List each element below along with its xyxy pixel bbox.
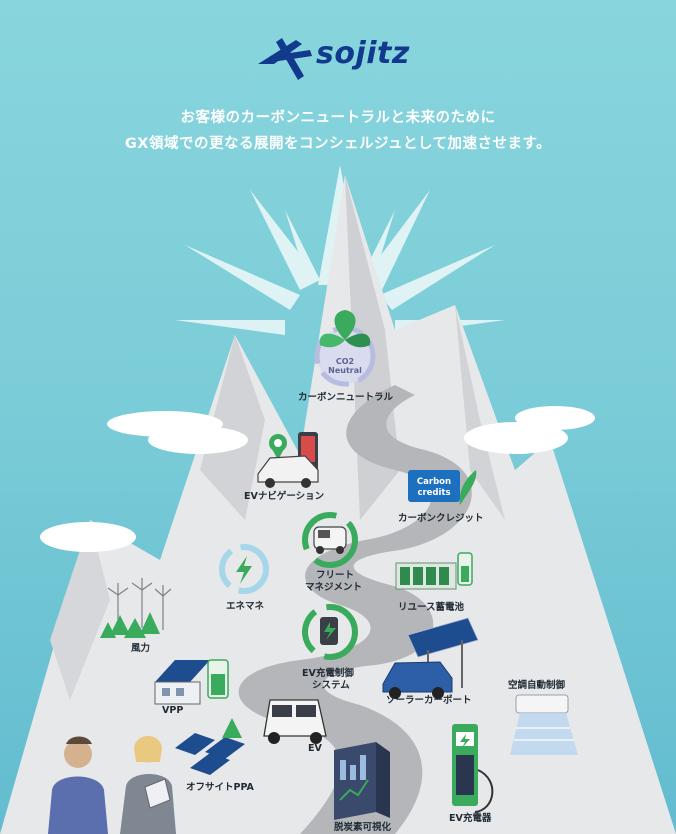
label-wind: 風力 [131, 643, 151, 654]
trees-icon [100, 612, 160, 638]
tagline-line1: お客様のカーボンニュートラルと未来のために [180, 110, 496, 126]
ev-car-icon [263, 699, 327, 744]
label-hvac-control: 空調自動制御 [508, 680, 566, 691]
label-reuse-battery: リユース蓄電池 [398, 602, 465, 613]
decarbon-visual-icon [334, 742, 390, 820]
tagline-line2: GX領域での更なる展開をコンシェルジュとして加速させます。 [124, 136, 552, 152]
label-ev-control-line1: EV充電制御 [302, 668, 354, 679]
label-carbon-credit: カーボンクレジット [398, 513, 484, 524]
wind-turbines-icon [107, 578, 172, 632]
business-people-icon [48, 736, 176, 834]
offsite-ppa-icon [175, 718, 245, 775]
carbon-credits-icon: Carbon credits [408, 470, 477, 505]
ev-charge-control-icon [302, 604, 358, 660]
enemane-icon [219, 544, 269, 594]
fleet-management-icon [302, 512, 358, 568]
co2-badge-line1: CO2 [336, 357, 354, 366]
co2-badge-line2: Neutral [328, 366, 362, 375]
co2-neutral-icon: CO2 Neutral [314, 310, 376, 387]
air-conditioner-icon [510, 694, 578, 755]
label-fleet-line2: マネジメント [305, 582, 363, 593]
sun-rays [175, 165, 505, 335]
ev-charger-icon [452, 724, 494, 813]
label-offsite-ppa: オフサイトPPA [186, 782, 254, 793]
brand-name: sojitz [316, 36, 410, 71]
label-ev-navigation: EVナビゲーション [244, 491, 325, 502]
label-ev-charger: EV充電器 [449, 813, 492, 824]
far-left-peak-shadow [50, 520, 110, 700]
label-ev-control-line2: システム [312, 680, 350, 691]
ev-navigation-icon [257, 432, 319, 488]
right-peak-shadow [455, 305, 505, 520]
label-enemane: エネマネ [226, 601, 265, 612]
credits-card-line2: credits [417, 488, 450, 498]
label-ev: EV [308, 743, 322, 754]
sojitz-mark-icon [258, 38, 312, 80]
left-peak-shadow [200, 335, 265, 520]
label-solar-carport: ソーラーカーポート [386, 695, 472, 706]
label-fleet-line1: フリート [316, 570, 355, 581]
label-carbon-neutral: カーボンニュートラル [298, 392, 394, 403]
reuse-battery-icon [395, 552, 473, 590]
solar-carport-icon [382, 617, 479, 699]
vpp-house-icon [154, 659, 229, 705]
brand-logo: sojitz [256, 34, 426, 82]
label-vpp: VPP [162, 705, 184, 716]
clouds [40, 406, 595, 552]
label-decarbon-visual: 脱炭素可視化 [334, 822, 392, 833]
credits-card-line1: Carbon [417, 477, 451, 487]
